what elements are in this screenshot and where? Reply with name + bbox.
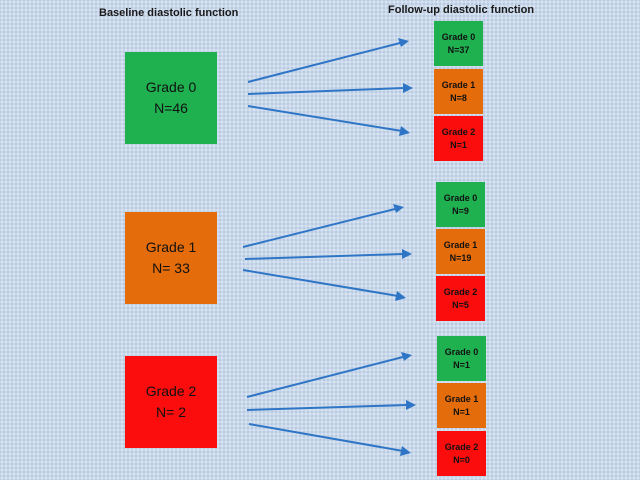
followup-box-label: Grade 0	[444, 346, 479, 357]
followup-from-grade1-grade2-box: Grade 2 N=5	[436, 276, 485, 321]
arrow-b1-to-f1	[244, 249, 412, 260]
followup-from-grade2-grade1-box: Grade 1 N=1	[437, 383, 486, 428]
followup-box-count: N=1	[453, 406, 470, 417]
baseline-grade2-count: N= 2	[156, 404, 186, 420]
followup-box-label: Grade 2	[444, 441, 479, 452]
followup-from-grade1-grade1-box: Grade 1 N=19	[436, 229, 485, 274]
followup-heading: Follow-up diastolic function	[388, 4, 535, 16]
arrow-b1-to-f0	[242, 204, 404, 248]
followup-box-label: Grade 1	[443, 239, 478, 250]
followup-from-grade0-grade1-box: Grade 1 N=8	[434, 69, 483, 114]
followup-from-grade1-grade0-box: Grade 0 N=9	[436, 182, 485, 227]
arrow-b2-to-f0	[246, 352, 412, 398]
baseline-grade1-box: Grade 1 N= 33	[125, 212, 217, 304]
followup-box-label: Grade 2	[441, 126, 476, 137]
followup-box-count: N=9	[452, 205, 469, 216]
arrow-b0-to-f1	[247, 83, 413, 95]
followup-box-count: N=8	[450, 92, 467, 103]
arrow-b0-to-f0	[247, 38, 409, 83]
arrow-b2-to-f1	[246, 400, 416, 411]
followup-from-grade0-grade2-box: Grade 2 N=1	[434, 116, 483, 161]
baseline-heading: Baseline diastolic function	[99, 7, 239, 19]
followup-box-count: N=0	[453, 454, 470, 465]
arrow-b0-to-f2	[247, 105, 410, 136]
followup-box-count: N=19	[449, 252, 472, 263]
followup-box-count: N=1	[450, 139, 467, 150]
followup-from-grade2-grade2-box: Grade 2 N=0	[437, 431, 486, 476]
followup-from-grade2-grade0-box: Grade 0 N=1	[437, 336, 486, 381]
followup-box-label: Grade 0	[443, 192, 478, 203]
followup-box-label: Grade 0	[441, 31, 476, 42]
baseline-grade0-box: Grade 0 N=46	[125, 52, 217, 144]
arrow-b1-to-f2	[242, 269, 406, 301]
followup-box-label: Grade 1	[441, 79, 476, 90]
baseline-grade2-box: Grade 2 N= 2	[125, 356, 217, 448]
followup-box-label: Grade 1	[444, 393, 479, 404]
baseline-grade0-label: Grade 0	[145, 79, 197, 95]
baseline-grade1-count: N= 33	[152, 260, 190, 276]
baseline-grade2-label: Grade 2	[145, 383, 197, 399]
followup-box-label: Grade 2	[443, 286, 478, 297]
baseline-grade0-count: N=46	[154, 100, 188, 116]
followup-box-count: N=5	[452, 299, 469, 310]
followup-from-grade0-grade0-box: Grade 0 N=37	[434, 21, 483, 66]
followup-box-count: N=1	[453, 359, 470, 370]
arrow-b2-to-f2	[248, 423, 411, 456]
baseline-grade1-label: Grade 1	[145, 239, 197, 255]
followup-box-count: N=37	[447, 44, 470, 55]
